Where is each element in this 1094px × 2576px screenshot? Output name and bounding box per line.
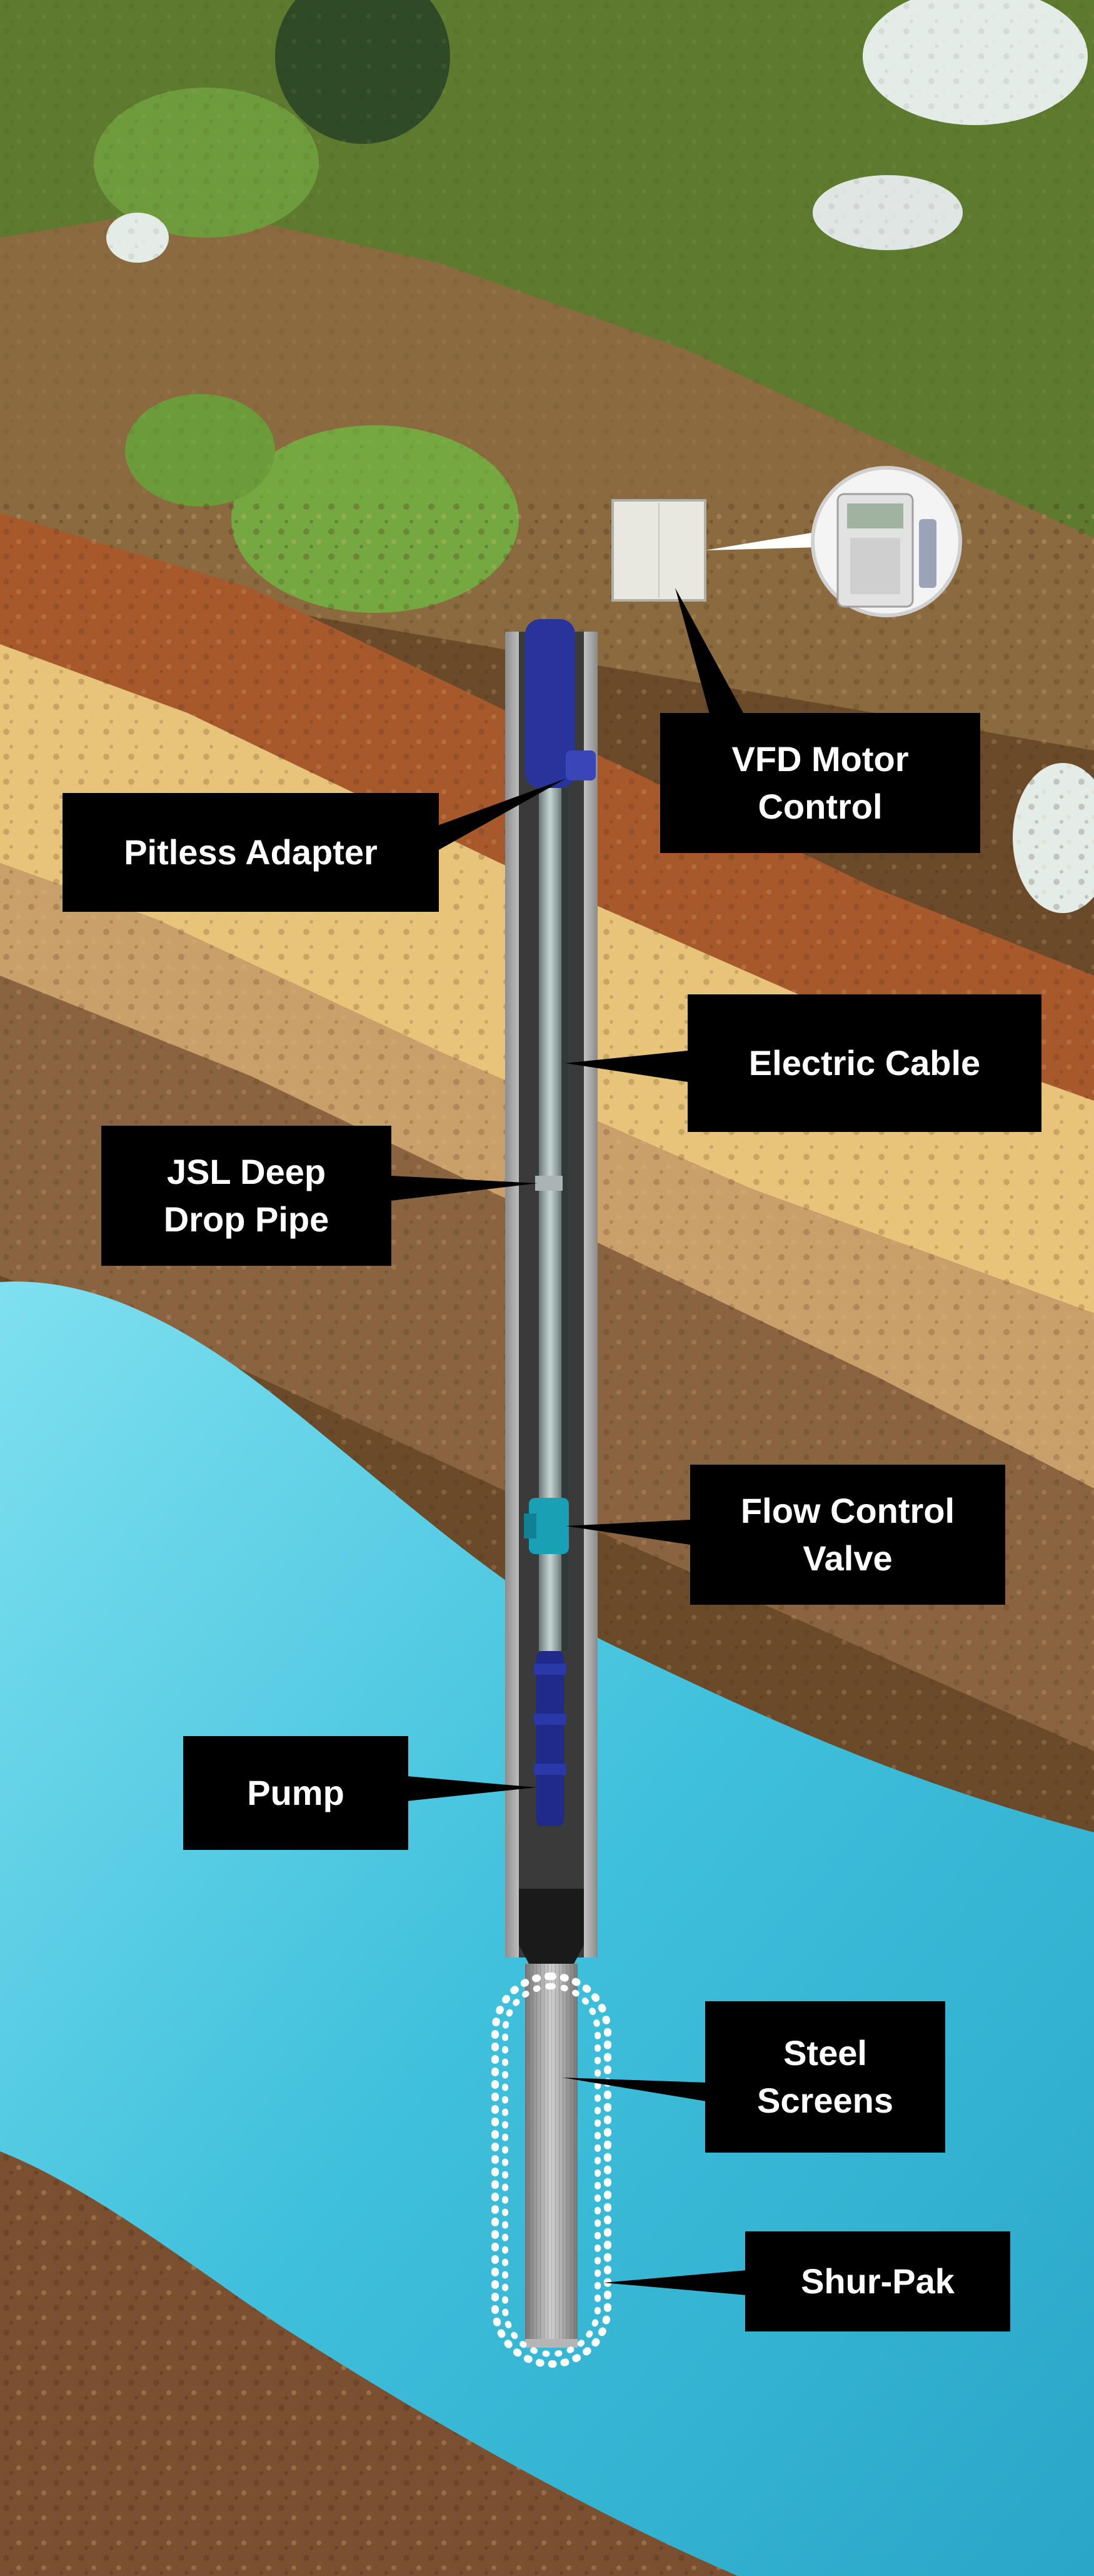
- label-line: Screens: [757, 2081, 893, 2120]
- label-line: Electric Cable: [748, 1043, 981, 1083]
- pointer-shur-pak: [603, 2270, 747, 2295]
- electric-cable: [563, 788, 568, 1651]
- pump-body: [536, 1651, 564, 1826]
- grass-texture: [0, 0, 1094, 563]
- label-line: Drop Pipe: [163, 1200, 329, 1239]
- pipe-coupling: [535, 1176, 565, 1191]
- bedrock-texture: [0, 2151, 738, 2576]
- shur-pak-envelope: [491, 1972, 611, 2368]
- flow-control-valve: [529, 1498, 569, 1554]
- flow-control-valve-side: [524, 1513, 536, 1538]
- label-electric-cable: Electric Cable: [688, 994, 1041, 1132]
- pointer-electric-cable: [565, 1051, 688, 1082]
- casing-reducer: [519, 1889, 584, 1964]
- label-line: Pitless Adapter: [124, 832, 378, 872]
- label-line: VFD Motor: [731, 739, 909, 779]
- pointer-pump: [406, 1776, 536, 1801]
- vfd-controller-display: [847, 503, 903, 528]
- vfd-controller-keypad: [850, 538, 900, 594]
- label-pitless-adapter: Pitless Adapter: [63, 793, 439, 912]
- pump-stage: [534, 1764, 566, 1775]
- pitless-adapter-cap: [525, 619, 575, 788]
- label-line: JSL Deep: [166, 1152, 326, 1191]
- callout-wedge: [705, 532, 819, 550]
- pointer-pitless: [438, 779, 566, 851]
- label-line: Shur-Pak: [801, 2261, 955, 2301]
- pump-stage: [534, 1664, 566, 1675]
- pitless-adapter-fitting: [566, 750, 596, 780]
- pointer-valve: [566, 1520, 690, 1545]
- pointer-vfd: [675, 588, 750, 725]
- steel-screen-slots: [525, 1964, 578, 2345]
- vfd-controller-side: [919, 519, 936, 588]
- label-line: Control: [758, 787, 883, 826]
- label-line: Pump: [247, 1773, 344, 1812]
- label-shur-pak: Shur-Pak: [745, 2231, 1010, 2331]
- pointer-screens: [563, 2078, 706, 2101]
- label-line: Valve: [803, 1538, 893, 1578]
- pump-stage: [534, 1714, 566, 1725]
- shur-pak-envelope: [502, 1983, 601, 2357]
- pointer-drop-pipe: [391, 1176, 538, 1201]
- label-line: Steel: [783, 2033, 867, 2073]
- label-line: Flow Control: [740, 1491, 955, 1530]
- steel-screen-end: [525, 2339, 578, 2348]
- label-pump: Pump: [183, 1736, 408, 1850]
